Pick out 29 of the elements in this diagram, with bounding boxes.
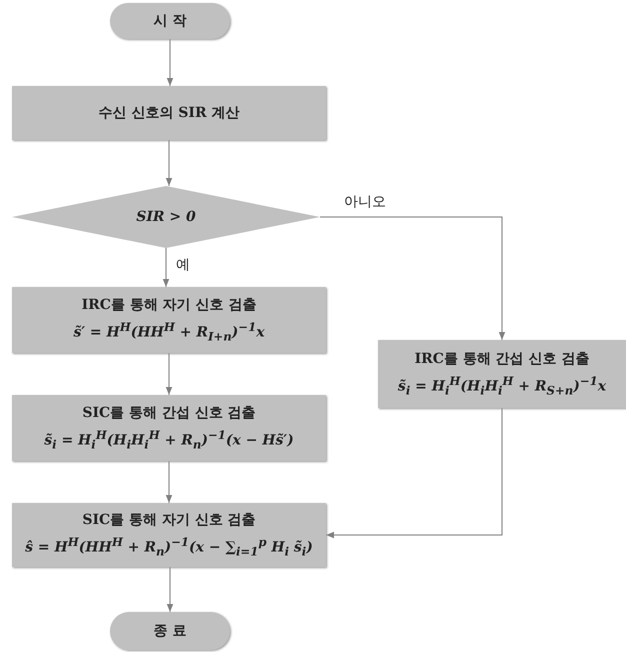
step-title: IRC를 통해 간섭 신호 검출: [414, 350, 590, 368]
process-box: [12, 86, 326, 140]
arrow: [166, 140, 172, 186]
arrow: [166, 566, 174, 612]
arrow: [166, 460, 172, 504]
terminal-pill: [110, 3, 230, 39]
formula: s̃$_{i}$ = H$_{i}$$^{H}$(H$_{i}$H$_{i}$$^{H}$ + R$_{S+n}$)$^{−1}$x: [398, 374, 606, 398]
formula: s̃′ = H$^{H}$(HH$^{H}$ + R$_{I+n}$)$^{−1}$x: [73, 320, 265, 344]
formula: s̃$_{i}$ = H$_{i}$$^{H}$(H$_{i}$H$_{i}$$^{H}$ + R$_{n}$)$^{−1}$(x − Hs̃′): [44, 428, 294, 452]
process-box: [12, 287, 326, 353]
process-box: [378, 340, 626, 408]
arrow: [162, 248, 170, 288]
terminal-pill: [110, 612, 230, 650]
step-title: 시 작: [154, 12, 186, 30]
decision-diamond: [12, 186, 320, 248]
step-title: 종 료: [154, 622, 186, 640]
step-title: SIC를 통해 자기 신호 검출: [82, 511, 256, 530]
arrow: [320, 216, 506, 340]
formula: SIR > 0: [136, 209, 196, 225]
step-title: 수신 신호의 SIR 계산: [98, 104, 240, 122]
arrow: [326, 408, 502, 538]
formula: ŝ = H$^{H}$(HH$^{H}$ + R$_{n}$)$^{−1}$(x − ∑$_{i=1}$$^{p}$ H$_{i}$ s̃$_{i}$): [25, 535, 313, 559]
arrow: [166, 352, 172, 396]
process-box: [12, 503, 326, 567]
arrow: [166, 38, 174, 86]
process-box: [12, 395, 326, 461]
edge-label: 아니오: [342, 193, 388, 211]
step-title: SIC를 통해 간섭 신호 검출: [82, 404, 256, 422]
step-title: IRC를 통해 자기 신호 검출: [82, 296, 256, 314]
